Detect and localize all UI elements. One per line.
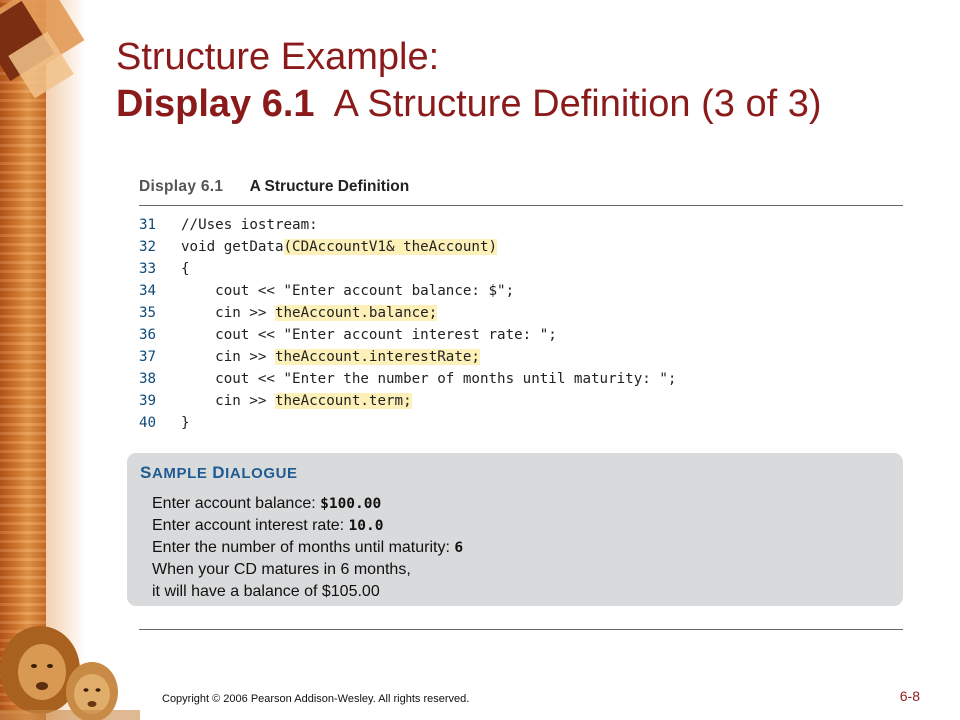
code-text: cin >> [181,349,275,365]
dialogue-prompt: When your CD matures in 6 months, [152,561,411,578]
display-header: Display 6.1 A Structure Definition [139,178,409,196]
code-line: 35 cin >> theAccount.balance; [139,302,676,324]
code-line: 31 //Uses iostream: [139,214,676,236]
line-number: 35 [139,305,157,321]
line-number: 38 [139,371,157,387]
dialogue-line: Enter account interest rate: 10.0 [152,515,463,537]
slide-title-line1: Structure Example: [116,36,440,78]
code-listing: 31 //Uses iostream: 32 void getData(CDAccou… [139,214,676,434]
sample-dialogue-heading: SAMPLE DIALOGUE [140,463,298,482]
line-number: 34 [139,283,157,299]
highlighted-code: theAccount.balance; [274,305,438,321]
dialogue-line: Enter the number of months until maturit… [152,537,463,559]
decorative-side-strip [0,0,46,720]
slide-title-line2: Display 6.1 A Structure Definition (3 of… [116,81,822,128]
dialogue-line: Enter account balance: $100.00 [152,493,463,515]
sample-dialogue-box: SAMPLE DIALOGUE Enter account balance: $… [127,453,903,606]
header-divider [139,205,903,206]
dialogue-prompt: Enter account interest rate: [152,517,349,534]
code-line: 37 cin >> theAccount.interestRate; [139,346,676,368]
dialogue-user-input: 10.0 [348,518,384,534]
slide-title-display-number: Display 6.1 [116,83,315,125]
code-text: cout << "Enter the number of months unti… [181,371,677,387]
dialogue-user-input: $100.00 [320,496,382,512]
line-number: 32 [139,239,157,255]
code-line: 39 cin >> theAccount.term; [139,390,676,412]
code-text: cin >> [181,393,275,409]
dialogue-prompt: Enter the number of months until maturit… [152,539,455,556]
highlighted-code: (CDAccountV1& theAccount) [283,239,498,255]
code-text: //Uses iostream: [181,217,318,233]
display-number: Display 6.1 [139,178,224,195]
lions-illustration [0,626,140,720]
dialogue-prompt: Enter account balance: [152,495,321,512]
display-title: A Structure Definition [249,178,410,195]
page-number: 6-8 [899,688,920,704]
code-text: cin >> [181,305,275,321]
line-number: 37 [139,349,157,365]
line-number: 31 [139,217,157,233]
slide-title: Structure Example: Display 6.1 A Structu… [116,34,822,128]
line-number: 40 [139,415,157,431]
highlighted-code: theAccount.term; [274,393,412,409]
line-number: 39 [139,393,157,409]
decorative-strip-fade [46,0,86,720]
code-text: } [181,415,190,431]
code-text: void getData [181,239,284,255]
bottom-divider [139,629,903,630]
code-text: { [181,261,190,277]
highlighted-code: theAccount.interestRate; [274,349,480,365]
line-number: 36 [139,327,157,343]
code-line: 34 cout << "Enter account balance: $"; [139,280,676,302]
code-line: 33 { [139,258,676,280]
code-text: cout << "Enter account balance: $"; [181,283,515,299]
code-line: 38 cout << "Enter the number of months u… [139,368,676,390]
dialogue-line: it will have a balance of $105.00 [152,581,463,603]
code-line: 32 void getData(CDAccountV1& theAccount) [139,236,676,258]
dialogue-prompt: it will have a balance of $105.00 [152,583,380,600]
copyright-text: Copyright © 2006 Pearson Addison-Wesley.… [162,693,470,705]
dialogue-line: When your CD matures in 6 months, [152,559,463,581]
code-text: cout << "Enter account interest rate: "; [181,327,557,343]
code-line: 40} [139,412,676,434]
dialogue-user-input: 6 [454,540,464,556]
line-number: 33 [139,261,157,277]
slide-title-display-name: A Structure Definition (3 of 3) [333,83,822,125]
code-line: 36 cout << "Enter account interest rate:… [139,324,676,346]
